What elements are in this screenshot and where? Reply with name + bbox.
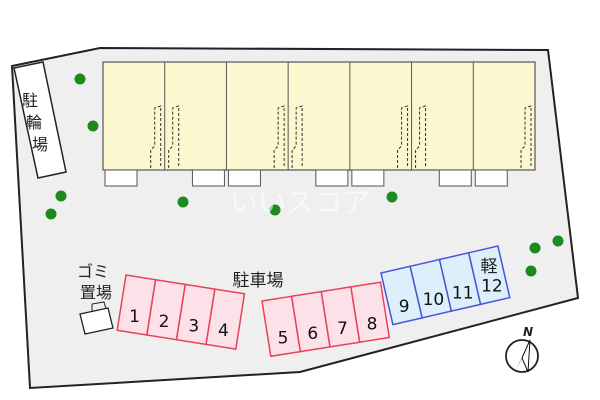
- parking-space: [467, 245, 511, 306]
- bicycle-parking-label-1: 駐: [22, 91, 38, 110]
- kei-car-label: 軽: [481, 257, 498, 277]
- balcony: [474, 169, 508, 187]
- bicycle-parking-label-3: 場: [32, 135, 48, 154]
- parking-space-number: 7: [337, 319, 348, 339]
- stair-outline: [520, 105, 532, 168]
- stair-outline: [150, 105, 162, 168]
- bicycle-parking-label-2: 輪: [26, 113, 42, 132]
- parking-space: [350, 281, 391, 344]
- garbage-area-label-2: 置場: [80, 283, 112, 302]
- stair-outline: [291, 105, 303, 168]
- tree-icon: [269, 204, 281, 216]
- tree-icon: [386, 191, 398, 203]
- parking-space-number: 1: [129, 307, 140, 327]
- parking-space-number: 3: [188, 317, 199, 337]
- balcony: [227, 169, 261, 187]
- stair-outline: [168, 105, 180, 168]
- balcony: [191, 169, 225, 187]
- balcony: [315, 169, 349, 187]
- trees: [45, 73, 564, 277]
- parking-space-number: 12: [481, 277, 503, 297]
- parking-space-number: 6: [307, 324, 318, 344]
- parking-space: [205, 288, 246, 350]
- balcony: [438, 169, 472, 187]
- compass-north-label: N: [523, 325, 533, 339]
- compass: N: [505, 325, 539, 373]
- parking-space-number: 11: [452, 283, 474, 303]
- tree-icon: [74, 73, 86, 85]
- car-parking-label: 駐車場: [233, 271, 284, 291]
- parking-space-number: 8: [367, 314, 378, 334]
- bicycle-parking: 駐 輪 場: [13, 61, 67, 179]
- balcony: [104, 169, 138, 187]
- stair-outline: [397, 105, 409, 168]
- tree-icon: [525, 265, 537, 277]
- garbage-area: ゴミ 置場: [77, 262, 114, 335]
- parking-space-number: 10: [423, 290, 445, 310]
- garbage-area-label-1: ゴミ: [77, 262, 109, 281]
- parking-space-number: 2: [159, 312, 170, 332]
- tree-icon: [177, 196, 189, 208]
- tree-icon: [45, 208, 57, 220]
- tree-icon: [529, 242, 541, 254]
- apartment-building: [102, 61, 536, 187]
- parking-space-number: 9: [399, 297, 410, 317]
- balcony: [351, 169, 385, 187]
- tree-icon: [552, 235, 564, 247]
- stair-outline: [273, 105, 285, 168]
- parking-space-number: 4: [218, 321, 229, 341]
- watermark: いいスコア: [230, 186, 370, 219]
- tree-icon: [87, 120, 99, 132]
- parking-group-kei: 9 10 11 12: [380, 245, 511, 326]
- tree-icon: [55, 190, 67, 202]
- parking-space-number: 5: [278, 329, 289, 349]
- stair-outline: [415, 105, 427, 168]
